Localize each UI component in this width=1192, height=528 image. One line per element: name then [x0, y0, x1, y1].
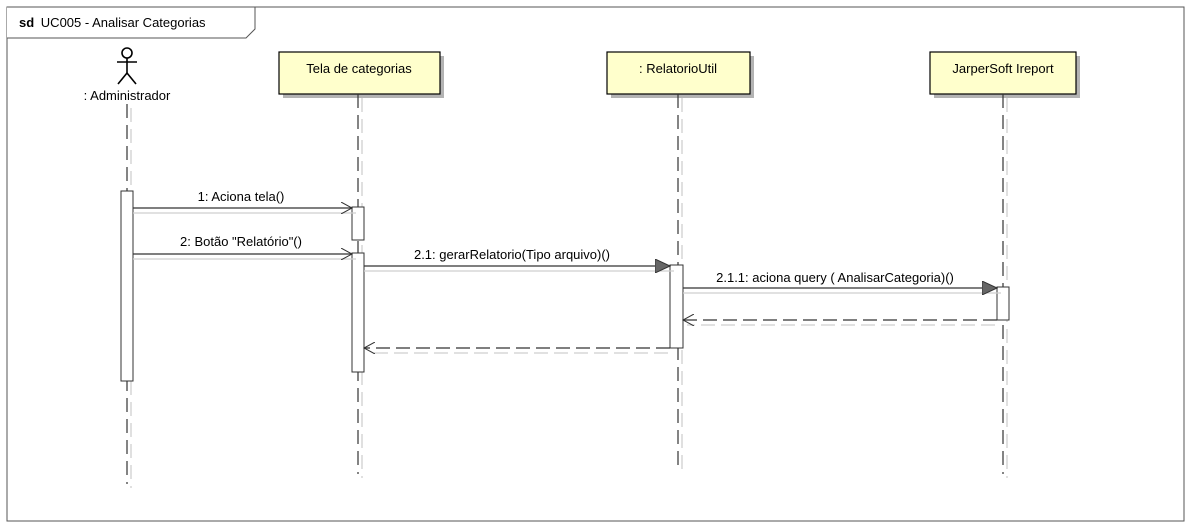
message-label: 2: Botão "Relatório"(): [180, 234, 302, 249]
actor-icon: [117, 47, 137, 85]
lifeline-jarpersoft-ireport: JarperSoft Ireport: [929, 51, 1080, 98]
message-2-1-gerar-relatorio: 2.1: gerarRelatorio(Tipo arquivo)(): [364, 247, 674, 271]
message-label: 1: Aciona tela(): [198, 189, 285, 204]
actor-label: : Administrador: [84, 88, 171, 103]
message-label: 2.1.1: aciona query ( AnalisarCategoria)…: [716, 270, 954, 285]
frame-title: UC005 - Analisar Categorias: [41, 15, 206, 30]
lifeline-label: JarperSoft Ireport: [952, 61, 1054, 76]
activation-relatorioutil: [669, 264, 684, 349]
activation-tela-1: [351, 206, 365, 241]
activation-tela-2: [351, 252, 365, 373]
message-2-botao-relatorio: 2: Botão "Relatório"(): [133, 234, 356, 259]
return-message-jarpersoft: [683, 320, 997, 325]
lifeline-tela-de-categorias: Tela de categorias: [278, 51, 444, 98]
message-label: 2.1: gerarRelatorio(Tipo arquivo)(): [414, 247, 610, 262]
message-2-1-1-aciona-query: 2.1.1: aciona query ( AnalisarCategoria)…: [683, 270, 1001, 293]
activation-jarpersoft: [996, 286, 1010, 321]
return-message-relatorioutil: [364, 348, 670, 353]
message-1-aciona-tela: 1: Aciona tela(): [133, 189, 356, 213]
lifeline-label: : RelatorioUtil: [639, 61, 717, 76]
activation-administrador: [120, 190, 134, 382]
lifeline-label: Tela de categorias: [306, 61, 412, 76]
svg-text:sd UC005 - Analisar Cate: sd UC005 - Analisar Categorias: [19, 15, 206, 30]
activation-bars: [120, 190, 1010, 382]
lifeline-relatorioutil: : RelatorioUtil: [606, 51, 754, 98]
frame-keyword: sd: [19, 15, 34, 30]
actor-administrador: : Administrador: [84, 47, 171, 103]
